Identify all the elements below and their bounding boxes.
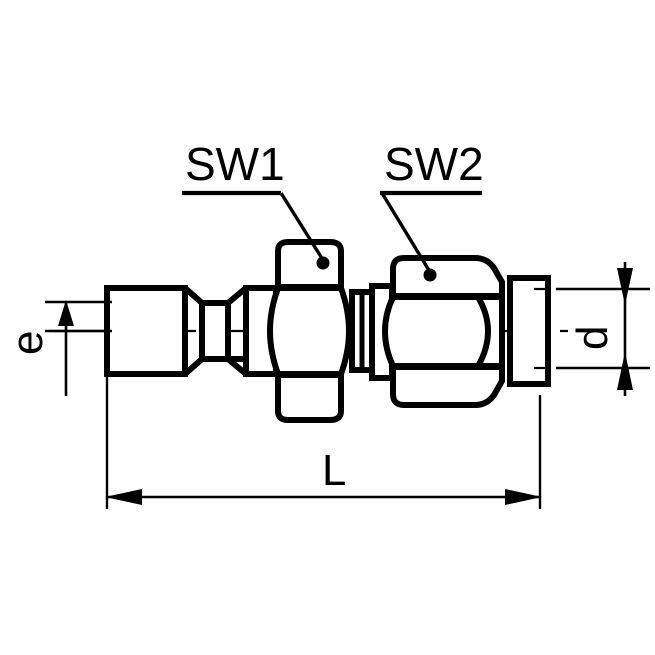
callout-sw2-group[interactable]: SW2 xyxy=(380,138,484,282)
dimension-d-ext-top-dash xyxy=(534,287,546,370)
dimension-L-arrow-right xyxy=(505,489,542,505)
hex-sw2-inner-arc xyxy=(475,295,492,368)
hex-sw2-top-flat xyxy=(390,255,505,299)
dimension-e-arrow-up xyxy=(58,300,74,326)
left-nipple-cylinder xyxy=(104,285,188,377)
dimension-d-group: d xyxy=(534,262,650,396)
callout-sw1-leader xyxy=(279,192,325,261)
callout-sw1-group[interactable]: SW1 xyxy=(182,138,330,270)
dimension-d-arrow-bottom xyxy=(617,352,633,390)
callout-sw2-label: SW2 xyxy=(384,138,484,190)
seal-groove xyxy=(199,300,231,362)
callout-sw1-label: SW1 xyxy=(185,138,285,190)
callout-sw2-dot xyxy=(423,268,437,282)
callout-sw1-dot xyxy=(316,256,330,270)
dimension-d-label: d xyxy=(568,326,617,350)
dimension-L-label: L xyxy=(322,446,346,495)
callout-sw2-leader xyxy=(380,192,432,273)
dimension-L-group: L xyxy=(105,374,542,509)
hex-sw1-middle-barrel xyxy=(266,285,353,377)
hex-sw2-bottom-flat xyxy=(390,364,505,408)
dimension-L-arrow-left xyxy=(105,489,142,505)
fitting-body-group xyxy=(104,239,551,423)
dimension-d-arrow-top xyxy=(617,268,633,305)
dimension-e-label: e xyxy=(3,331,52,355)
dimension-e-group: e xyxy=(3,300,112,396)
right-end-flange xyxy=(507,275,551,387)
hex-sw1-top-flat xyxy=(275,239,344,290)
hex-sw1-bottom-flat xyxy=(275,372,344,423)
